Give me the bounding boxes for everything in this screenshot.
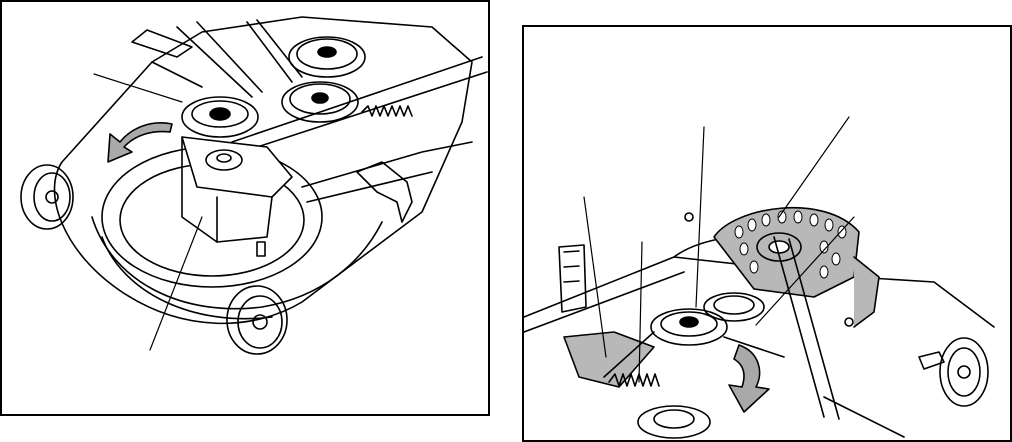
- belt: [176, 19, 303, 98]
- pulley-icon: [181, 96, 259, 138]
- pulley-icon: [288, 36, 366, 78]
- callout-leader: [638, 241, 643, 383]
- pulley-icon: [281, 81, 359, 123]
- right-diagram-panel: [522, 25, 1012, 442]
- belt-shield-icon: [713, 206, 880, 328]
- wheel-icon: [20, 164, 74, 230]
- belt-shield-icon: [181, 136, 293, 243]
- callout-leader: [149, 216, 203, 351]
- bracket-icon: [356, 161, 413, 223]
- pulley-icon: [703, 292, 765, 322]
- callout-leader: [778, 116, 850, 218]
- spring-icon: [608, 373, 660, 387]
- left-diagram-panel: [0, 0, 490, 416]
- deck-outline: [53, 16, 473, 325]
- rotation-arrow-icon: [107, 122, 173, 163]
- rotation-arrow-icon: [728, 344, 770, 413]
- belt: [603, 236, 840, 420]
- deck-lower-lip: [91, 216, 383, 310]
- right-shield-illustration: [524, 116, 995, 439]
- callout-leader: [755, 216, 855, 326]
- pulley-icon: [637, 405, 711, 439]
- callout-leader: [583, 196, 607, 358]
- left-deck-illustration: [20, 16, 488, 355]
- spring-icon: [361, 105, 413, 117]
- callout-leader: [695, 126, 705, 308]
- wheel-icon: [939, 337, 989, 407]
- pulley-icon: [650, 308, 728, 346]
- wheel-icon: [226, 285, 288, 355]
- bracket-icon: [558, 244, 587, 313]
- rear-bracket: [131, 29, 193, 58]
- callout-leader: [93, 73, 183, 103]
